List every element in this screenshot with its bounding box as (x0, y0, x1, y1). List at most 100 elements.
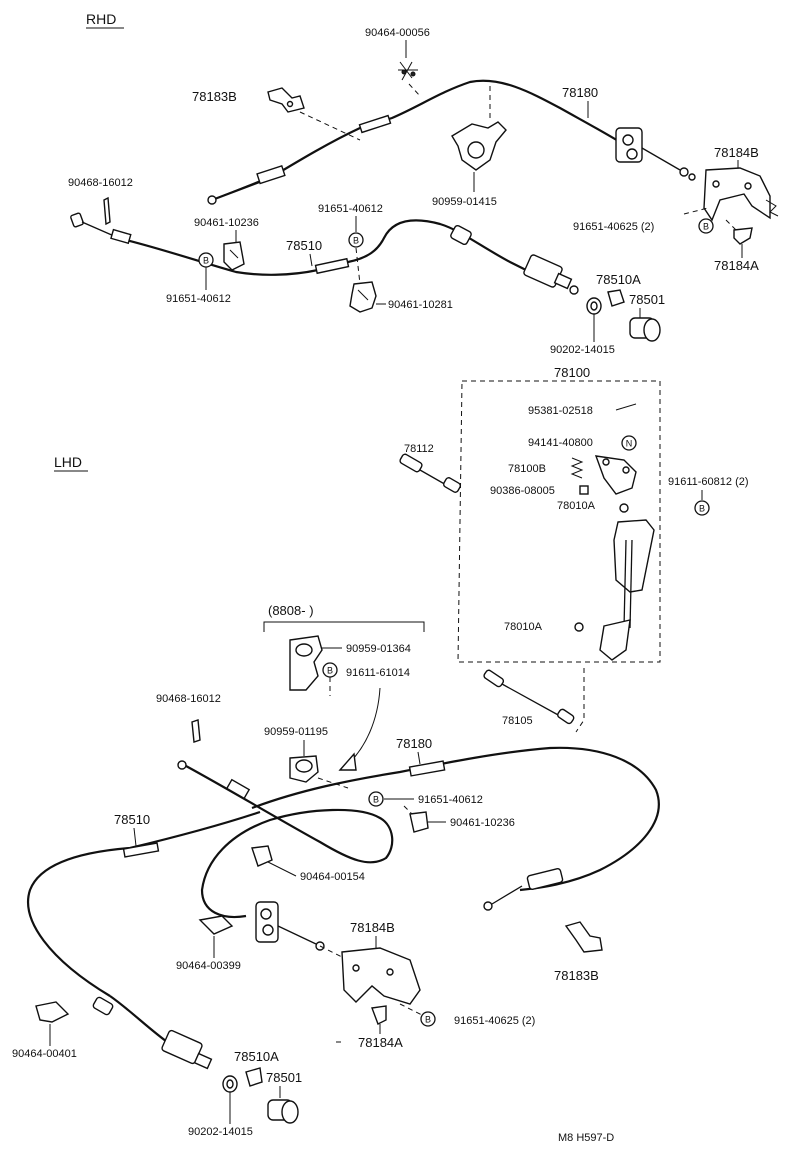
label-78510A-rhd: 78510A (596, 272, 641, 287)
label-90464-00401: 90464-00401 (12, 1048, 77, 1060)
lhd-cable-78510-joint (122, 842, 160, 858)
label-78010A-b: 78010A (504, 621, 543, 633)
grommet-78010A-b (574, 622, 584, 632)
svg-text:B: B (373, 795, 379, 805)
svg-text:B: B (327, 666, 333, 676)
label-90464-00399: 90464-00399 (176, 960, 241, 972)
lhd-section: LHD (8808- ) 90959-01364 B 91611-61014 9… (12, 454, 660, 1144)
rod-78105 (483, 668, 585, 733)
rhd-bracket-78184B (683, 167, 779, 222)
label-90461-10236-rhd: 90461-10236 (194, 217, 259, 229)
cotter-pin-95381-02518 (615, 403, 637, 411)
label-78183B-lhd: 78183B (554, 968, 599, 983)
label-78184B-rhd: 78184B (714, 145, 759, 160)
lhd-cable-78510-lower (109, 995, 171, 1045)
leader (267, 861, 297, 877)
label-90464-00056: 90464-00056 (365, 27, 430, 39)
label-95381-02518: 95381-02518 (528, 405, 593, 417)
lhd-washer-90202-14015 (222, 1075, 238, 1093)
label-78100B: 78100B (508, 463, 546, 475)
svg-text:B: B (203, 256, 209, 266)
rhd-cable-78510-lever-end (523, 254, 579, 295)
rhd-clamp-90959-01415 (451, 86, 507, 171)
leader (133, 827, 137, 847)
lhd-clip-90464-00399 (198, 915, 234, 935)
replacement-arrow-head (338, 752, 357, 771)
label-78501-lhd: 78501 (266, 1070, 302, 1085)
lhd-nut-78510A (245, 1067, 263, 1087)
label-78501-rhd: 78501 (629, 292, 665, 307)
rhd-section: RHD 90464-00056 (68, 11, 779, 356)
rhd-washer-90202-14015 (586, 297, 602, 315)
label-78184A-rhd: 78184A (714, 258, 759, 273)
rhd-clip-90461-10236 (223, 241, 245, 271)
replacement-arrow (345, 687, 381, 767)
rhd-grommet-78184A (725, 219, 753, 245)
label-91651-40625-rhd: 91651-40625 (2) (573, 221, 654, 233)
rhd-cable-end-fitting (256, 165, 286, 185)
lhd-clip-90461-10236 (403, 805, 429, 833)
lever-body-78100 (599, 519, 655, 661)
label-91651-40612-lhd: 91651-40612 (418, 794, 483, 806)
label-78100: 78100 (554, 365, 590, 380)
lhd-bolt-91651-40625: B (420, 1011, 436, 1027)
label-78184A-lhd: 78184A (358, 1035, 403, 1050)
lhd-bracket-78184B (319, 945, 425, 1017)
label-90464-00154: 90464-00154 (300, 871, 365, 883)
label-90959-01415: 90959-01415 (432, 196, 497, 208)
lhd-heading: LHD (54, 454, 82, 470)
lhd-clip-90464-00401 (35, 1001, 70, 1023)
lhd-bracket-78183B (564, 921, 603, 953)
footer-code: M8 H597-D (558, 1132, 614, 1144)
rhd-knob-78501 (629, 317, 661, 342)
rhd-cable-78510-end (70, 212, 132, 245)
lhd-clip-90464-00154 (251, 845, 273, 867)
rhd-heading: RHD (86, 11, 116, 27)
bolt-91611-60812: B (694, 500, 710, 516)
rhd-nut-78510A (607, 289, 625, 307)
lhd-cable-78510-lever-end (92, 996, 213, 1070)
lhd-pin-90468-16012 (191, 719, 201, 743)
svg-text:B: B (703, 222, 709, 232)
lhd-cable-78180-upper (251, 746, 660, 892)
label-90461-10236-lhd: 90461-10236 (450, 817, 515, 829)
label-78010A-a: 78010A (557, 500, 596, 512)
lhd-bolt-91611-61014: B (322, 662, 338, 678)
label-78183B-rhd: 78183B (192, 89, 237, 104)
leader (417, 751, 421, 765)
label-91651-40625-lhd: 91651-40625 (2) (454, 1015, 535, 1027)
rhd-bolt-91651-40612-a: B (348, 232, 364, 248)
lhd-bolt-91651-40612: B (368, 791, 384, 807)
lhd-clamp-90959-01364 (289, 635, 323, 691)
label-range-bracket: (8808- ) (268, 603, 314, 618)
leader-dashed (355, 247, 361, 285)
svg-text:N: N (626, 439, 633, 449)
rhd-bolt-91651-40625: B (698, 218, 714, 234)
rhd-bracket-78183B (267, 87, 361, 141)
label-78180-lhd: 78180 (396, 736, 432, 751)
label-91651-40612-a: 91651-40612 (318, 203, 383, 215)
rhd-clip-90464-00056 (398, 61, 421, 97)
rhd-cable-end-left (211, 179, 263, 201)
lhd-cable-78180-end-a (177, 760, 251, 800)
label-91611-60812: 91611-60812 (2) (668, 476, 749, 488)
assembly-78100-box (457, 380, 661, 663)
rhd-bracket-90461-10281 (349, 281, 377, 313)
label-78105: 78105 (502, 715, 533, 727)
lhd-cable-78180-end-b (483, 868, 564, 911)
label-78184B-lhd: 78184B (350, 920, 395, 935)
rhd-cable-78510-joint (314, 257, 350, 275)
leader (309, 253, 313, 267)
label-78510A-lhd: 78510A (234, 1049, 279, 1064)
range-bracket-line (263, 621, 425, 632)
svg-text:B: B (425, 1015, 431, 1025)
label-94141-40800: 94141-40800 (528, 437, 593, 449)
lhd-grommet-78184A (371, 1005, 387, 1025)
rod-78112 (399, 453, 462, 493)
rhd-equalizer-78180 (615, 127, 696, 181)
rhd-cable-78510-mid-fitting (450, 224, 472, 246)
nut-94141-40800: N (621, 435, 637, 451)
bush-90386-08005 (579, 485, 589, 495)
lhd-clamp-90959-01195 (289, 755, 349, 789)
